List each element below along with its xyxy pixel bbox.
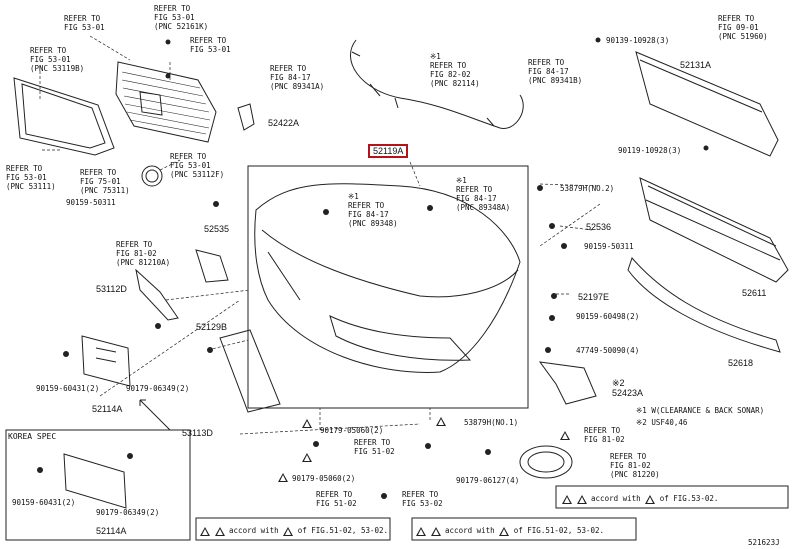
korea-spec-box [5, 429, 191, 541]
footer-right-accord: accord with [591, 494, 641, 503]
warning-triangle-marker [436, 416, 446, 426]
footer-left-fig: of FIG.51-02, 53-02. [297, 526, 389, 535]
warning-triangle-icon [562, 494, 572, 504]
part-53879H-no1[interactable]: 53879H(NO.1) [464, 418, 519, 427]
part-90179-05060-lower[interactable]: 90179-05060(2) [292, 474, 356, 483]
part-90159-60431[interactable]: 90159-60431(2) [36, 384, 100, 393]
korea-part-90159-60431[interactable]: 90159-60431(2) [12, 498, 76, 507]
footer-left-content: accord with of FIG.51-02, 53-02. [200, 526, 388, 536]
refer-label-r3: REFER TO FIG 53-01 (PNC 53119B) [30, 46, 85, 73]
part-90179-06127[interactable]: 90179-06127(4) [456, 476, 520, 485]
refer-label-r7: REFER TO FIG 53-01 (PNC 53112F) [170, 152, 225, 179]
footer-bottom-content: accord with of FIG.51-02, 53-02. [416, 526, 604, 536]
part-90159-50311-right[interactable]: 90159-50311 [584, 242, 634, 251]
fog-lamp [519, 445, 573, 479]
direction-arrow [139, 399, 171, 431]
refer-label-r15: REFER TO FIG 51-02 [354, 438, 395, 456]
part-52535[interactable]: 52535 [204, 224, 230, 234]
note-clearance-sonar: ※1 W(CLEARANCE & BACK SONAR) [636, 406, 765, 415]
warning-triangle-icon [283, 526, 294, 536]
warning-triangle-icon [416, 526, 426, 536]
warning-triangle-icon [645, 494, 656, 504]
refer-label-r17: REFER TO FIG 53-02 [402, 490, 443, 508]
refer-label-r13: ※1 REFER TO FIG 84-17 (PNC 89348A) [456, 176, 511, 212]
korea-spec-title: KOREA SPEC [8, 432, 57, 441]
part-52536[interactable]: 52536 [586, 222, 612, 232]
korea-license-plate-bracket [63, 453, 127, 509]
warning-triangle-marker [560, 430, 570, 440]
warning-triangle-icon [200, 526, 210, 536]
front-bumper-cover [254, 183, 521, 373]
part-90119-10928[interactable]: 90119-10928(3) [618, 146, 682, 155]
part-47749-50090[interactable]: 47749-50090(4) [576, 346, 640, 355]
part-52618[interactable]: 52618 [728, 358, 754, 368]
lower-absorber [627, 257, 781, 353]
footer-bottom-fig: of FIG.51-02, 53-02. [513, 526, 605, 535]
refer-label-r14: REFER TO FIG 81-02 (PNC 81210A) [116, 240, 171, 267]
diagram-id: 521623J [748, 538, 780, 547]
part-53879H-no2[interactable]: 53879H(NO.2) [560, 184, 615, 193]
bumper-reinforcement [635, 51, 779, 157]
warning-triangle-icon [436, 416, 446, 426]
refer-label-r6: REFER TO FIG 75-01 (PNC 75311) [80, 168, 130, 195]
warning-triangle-icon [430, 526, 441, 536]
bumper-frame-box [247, 165, 529, 409]
warning-triangle-icon [499, 526, 510, 536]
refer-label-r12: ※1 REFER TO FIG 84-17 (PNC 89348) [348, 192, 398, 228]
wire-harness [350, 39, 524, 129]
korea-part-52114A[interactable]: 52114A [96, 526, 127, 536]
part-52129B[interactable]: 52129B [196, 322, 228, 332]
part-52119A[interactable]: 52119A [368, 144, 409, 158]
warning-triangle-marker [278, 472, 288, 482]
footer-right-fig: of FIG.53-02. [659, 494, 719, 503]
energy-absorber [639, 177, 789, 283]
warning-triangle-icon [302, 418, 312, 428]
warning-triangle-marker [302, 452, 312, 462]
refer-label-r11: REFER TO FIG 09-01 (PNC 51960) [718, 14, 768, 41]
part-52423A[interactable]: ※2 52423A [612, 378, 644, 398]
refer-label-r1: REFER TO FIG 53-01 [64, 14, 105, 32]
license-plate-bracket [81, 335, 131, 387]
warning-triangle-icon [576, 494, 587, 504]
part-53113D[interactable]: 53113D [182, 428, 213, 438]
grille-surround [13, 77, 115, 156]
refer-label-r16: REFER TO FIG 51-02 [316, 490, 357, 508]
footer-left-accord: accord with [229, 526, 279, 535]
refer-label-r9: ※1 REFER TO FIG 82-02 (PNC 82114) [430, 52, 480, 88]
part-52422A[interactable]: 52422A [268, 118, 300, 128]
warning-triangle-icon [302, 452, 312, 462]
warning-triangle-icon [214, 526, 225, 536]
refer-label-r5: REFER TO FIG 53-01 (PNC 53111) [6, 164, 56, 191]
part-90179-05060-upper[interactable]: 90179-05060(2) [320, 426, 384, 435]
front-emblem [141, 165, 163, 187]
warning-triangle-marker [302, 418, 312, 428]
note-usf: ※2 USF40,46 [636, 418, 688, 427]
footer-right-content: accord with of FIG.53-02. [562, 494, 718, 504]
part-53112D[interactable]: 53112D [96, 284, 127, 294]
warning-triangle-icon [278, 472, 288, 482]
footer-note-box-left [195, 517, 391, 541]
part-52611[interactable]: 52611 [742, 288, 767, 298]
part-52197E[interactable]: 52197E [578, 292, 610, 302]
part-90159-50311-left[interactable]: 90159-50311 [66, 198, 116, 207]
footer-note-box-right [555, 485, 789, 509]
refer-label-r4: REFER TO FIG 53-01 [190, 36, 231, 54]
refer-label-r10: REFER TO FIG 84-17 (PNC 89341B) [528, 58, 583, 85]
refer-label-r18: REFER TO FIG 81-02 [584, 426, 625, 444]
footer-note-box-bottom [411, 517, 637, 541]
korea-part-90179-06349[interactable]: 90179-06349(2) [96, 508, 160, 517]
refer-label-r8: REFER TO FIG 84-17 (PNC 89341A) [270, 64, 325, 91]
footer-bottom-accord: accord with [445, 526, 495, 535]
part-90159-60498[interactable]: 90159-60498(2) [576, 312, 640, 321]
refer-label-r2: REFER TO FIG 53-01 (PNC 52161K) [154, 4, 209, 31]
part-90139-10928[interactable]: 90139-10928(3) [606, 36, 670, 45]
part-52131A[interactable]: 52131A [680, 60, 712, 70]
radiator-grille [115, 61, 217, 143]
part-52114A[interactable]: 52114A [92, 404, 123, 414]
part-90179-06349[interactable]: 90179-06349(2) [126, 384, 190, 393]
warning-triangle-icon [560, 430, 570, 440]
refer-label-r19: REFER TO FIG 81-02 (PNC 81220) [610, 452, 660, 479]
